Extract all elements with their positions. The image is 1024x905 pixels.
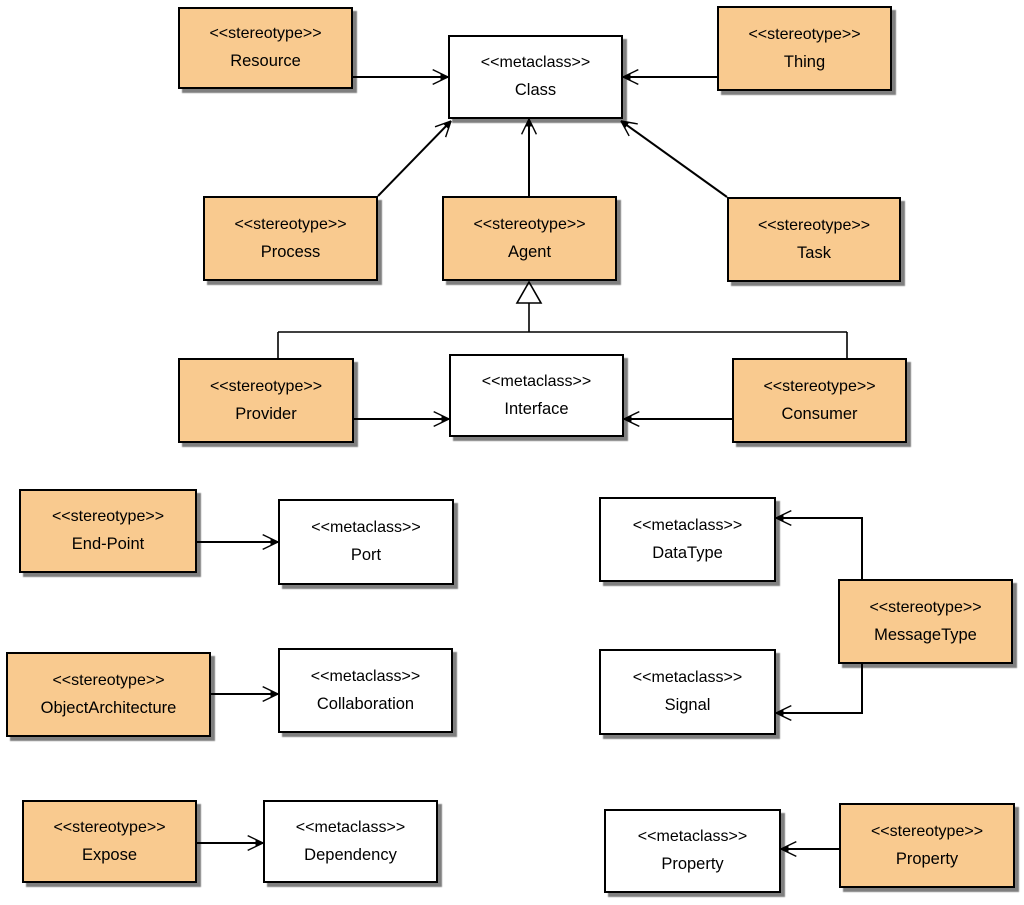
node-name-label: MessageType xyxy=(874,625,977,644)
node-name-label: Task xyxy=(797,243,831,262)
stereotype-resource-node: <<stereotype>> Resource xyxy=(178,7,353,89)
connector-messagetype-to-datatype xyxy=(775,509,863,579)
connector-thing-to-class xyxy=(622,68,717,86)
metaclass-collaboration-node: <<metaclass>> Collaboration xyxy=(278,648,453,733)
metaclass-property-metaclass-node: <<metaclass>> Property xyxy=(604,809,781,893)
node-name-label: Interface xyxy=(504,399,569,418)
stereotype-keyword-label: <<stereotype>> xyxy=(209,25,322,43)
connector-agent-to-class xyxy=(520,118,538,196)
node-name-label: Provider xyxy=(235,404,297,423)
stereotype-task-node: <<stereotype>> Task xyxy=(727,197,901,282)
connector-objectarchitecture-to-collaboration xyxy=(211,685,279,703)
connector-expose-to-dependency xyxy=(197,834,264,852)
node-name-label: Expose xyxy=(81,845,138,864)
connector-consumer-to-interface xyxy=(623,410,732,428)
node-name-label: Port xyxy=(350,546,382,565)
stereotype-keyword-label: <<stereotype>> xyxy=(52,671,165,689)
stereotype-keyword-label: <<stereotype>> xyxy=(473,215,586,233)
connector-messagetype-to-signal xyxy=(775,664,863,722)
stereotype-agent-node: <<stereotype>> Agent xyxy=(442,196,617,281)
stereotype-expose-node: <<stereotype>> Expose xyxy=(22,800,197,883)
metaclass-keyword-label: <<metaclass>> xyxy=(480,54,591,72)
stereotype-keyword-label: <<stereotype>> xyxy=(757,216,871,234)
generalization-triangle-icon xyxy=(515,280,543,304)
metaclass-signal-node: <<metaclass>> Signal xyxy=(599,649,776,735)
metaclass-keyword-label: <<metaclass>> xyxy=(310,667,421,685)
metaclass-keyword-label: <<metaclass>> xyxy=(637,828,748,846)
stereotype-keyword-label: <<stereotype>> xyxy=(51,508,165,526)
metaclass-datatype-node: <<metaclass>> DataType xyxy=(599,497,776,582)
stereotype-keyword-label: <<stereotype>> xyxy=(234,215,347,233)
metaclass-interface-node: <<metaclass>> Interface xyxy=(449,354,624,437)
metaclass-port-node: <<metaclass>> Port xyxy=(278,499,454,585)
stereotype-keyword-label: <<stereotype>> xyxy=(209,377,323,395)
node-name-label: Signal xyxy=(664,696,711,715)
node-name-label: Property xyxy=(895,849,959,868)
connector-provider-to-interface xyxy=(354,410,450,428)
metaclass-keyword-label: <<metaclass>> xyxy=(481,372,592,390)
node-name-label: DataType xyxy=(652,543,723,562)
stereotype-provider-node: <<stereotype>> Provider xyxy=(178,358,354,443)
stereotype-keyword-label: <<stereotype>> xyxy=(763,377,876,395)
connector-end-point-to-port xyxy=(197,533,279,551)
node-name-label: Resource xyxy=(230,52,301,71)
connector-task-to-class xyxy=(620,120,728,198)
connector-process-to-class xyxy=(377,120,452,197)
connector-property-to-property xyxy=(780,840,839,858)
stereotype-keyword-label: <<stereotype>> xyxy=(869,598,982,616)
stereotype-end-point-node: <<stereotype>> End-Point xyxy=(19,489,197,573)
node-name-label: Dependency xyxy=(304,845,397,864)
node-name-label: Agent xyxy=(507,242,552,261)
metaclass-dependency-node: <<metaclass>> Dependency xyxy=(263,800,438,883)
node-name-label: Thing xyxy=(783,52,826,71)
stereotype-keyword-label: <<stereotype>> xyxy=(748,25,861,43)
stereotype-thing-node: <<stereotype>> Thing xyxy=(717,6,892,91)
node-name-label: End-Point xyxy=(71,535,145,554)
stereotype-property-stereotype-node: <<stereotype>> Property xyxy=(839,803,1015,888)
node-name-label: Process xyxy=(260,242,321,261)
stereotype-objectarchitecture-node: <<stereotype>> ObjectArchitecture xyxy=(6,652,211,737)
metaclass-keyword-label: <<metaclass>> xyxy=(632,669,743,687)
stereotype-process-node: <<stereotype>> Process xyxy=(203,196,378,281)
node-name-label: Collaboration xyxy=(316,694,415,713)
metaclass-keyword-label: <<metaclass>> xyxy=(295,818,406,836)
stereotype-keyword-label: <<stereotype>> xyxy=(53,818,166,836)
stereotype-consumer-node: <<stereotype>> Consumer xyxy=(732,358,907,443)
generalization-provider-consumer-generalization-to-agent xyxy=(277,280,848,358)
node-name-label: ObjectArchitecture xyxy=(40,698,177,717)
connector-resource-to-class xyxy=(353,68,449,86)
node-name-label: Class xyxy=(514,81,557,100)
node-name-label: Consumer xyxy=(781,404,858,423)
metaclass-keyword-label: <<metaclass>> xyxy=(632,516,743,534)
metaclass-keyword-label: <<metaclass>> xyxy=(311,519,421,537)
stereotype-keyword-label: <<stereotype>> xyxy=(870,822,984,840)
stereotype-messagetype-node: <<stereotype>> MessageType xyxy=(838,579,1013,664)
node-name-label: Property xyxy=(661,855,724,874)
metaclass-class-node: <<metaclass>> Class xyxy=(448,35,623,119)
